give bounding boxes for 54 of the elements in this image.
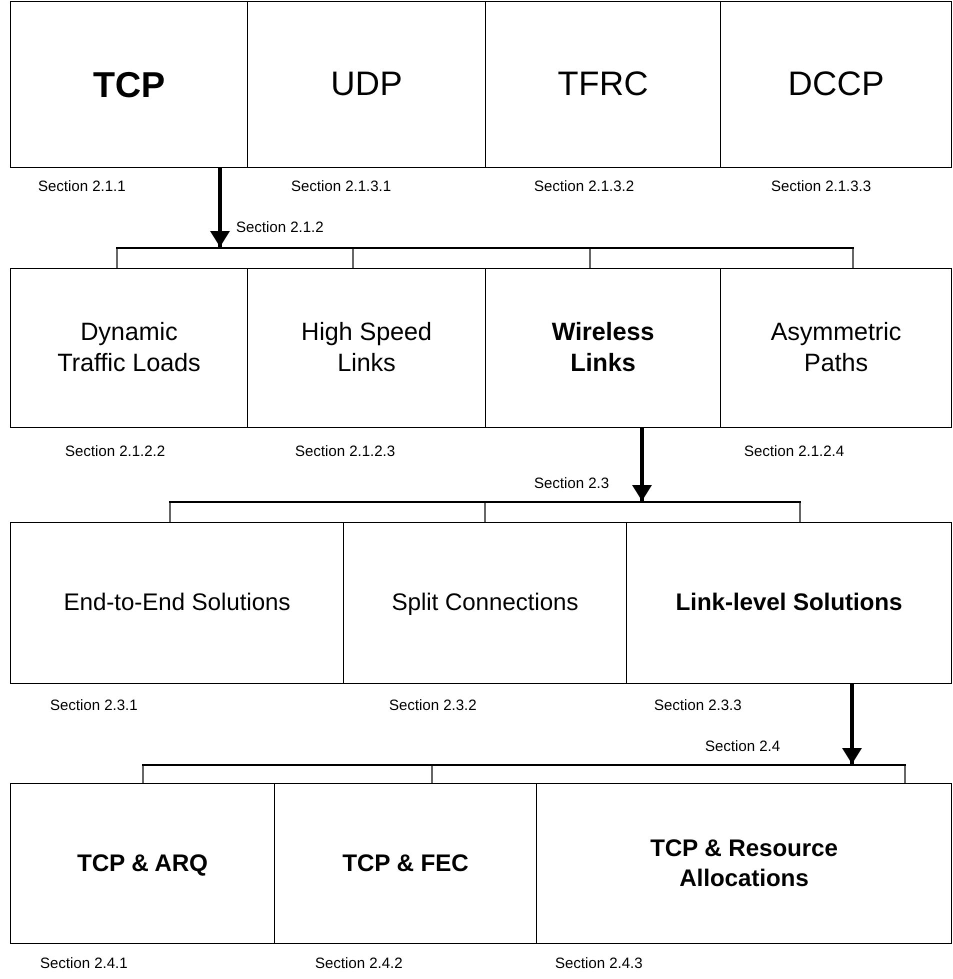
category-box [720,268,952,428]
connector-line [352,249,354,268]
category-box [720,1,952,168]
category-box [485,268,721,428]
section-label: Section 2.3.1 [50,697,138,714]
section-label: Section 2.1.2.3 [295,443,396,460]
box-label: Dynamic Traffic Loads [56,316,202,379]
category-box [274,783,537,944]
connector-line [169,503,171,522]
category-box [626,522,952,684]
section-label: Section 2.3.3 [654,697,742,714]
box-label: High Speed Links [300,316,433,379]
category-box [247,268,486,428]
box-label: Split Connections [392,588,578,618]
category-box [10,783,275,944]
box-label: TCP & ARQ [77,848,208,878]
connector-line [431,766,433,783]
arrow [632,428,652,501]
connector-line [589,249,591,268]
category-box [10,522,344,684]
connector-line [116,249,118,268]
connector-line [904,766,906,783]
arrow [842,684,862,764]
box-label: UDP [330,64,402,106]
section-label: Section 2.1.3.3 [771,178,872,195]
section-label: Section 2.4.2 [315,955,403,972]
section-label: Section 2.1.2.4 [744,443,844,460]
category-box [10,268,248,428]
category-box [247,1,486,168]
category-box [485,1,721,168]
section-label: Section 2.1.2.2 [65,443,166,460]
section-label: Section 2.1.1 [38,178,126,195]
section-label: Section 2.4.3 [555,955,643,972]
section-label: Section 2.3.2 [389,697,477,714]
connector-line [142,766,144,783]
box-label: End-to-End Solutions [64,588,290,618]
box-label: TFRC [558,64,648,106]
box-label: Asymmetric Paths [770,316,902,379]
box-label: Link-level Solutions [676,588,902,618]
box-label: Wireless Links [550,316,656,379]
arrow [210,168,230,247]
box-label: TCP [93,63,165,107]
category-box [536,783,952,944]
section-label: Section 2.1.3.2 [534,178,634,195]
category-box [10,1,248,168]
section-label: Section 2.1.3.1 [291,178,392,195]
box-label: TCP & FEC [342,848,469,878]
section-label: Section 2.4.1 [40,955,128,972]
connector-line [484,503,486,522]
connector-line [852,249,854,268]
category-box [343,522,627,684]
connector-line [799,503,801,522]
box-label: TCP & Resource Allocations [649,834,839,894]
box-label: DCCP [788,64,884,106]
